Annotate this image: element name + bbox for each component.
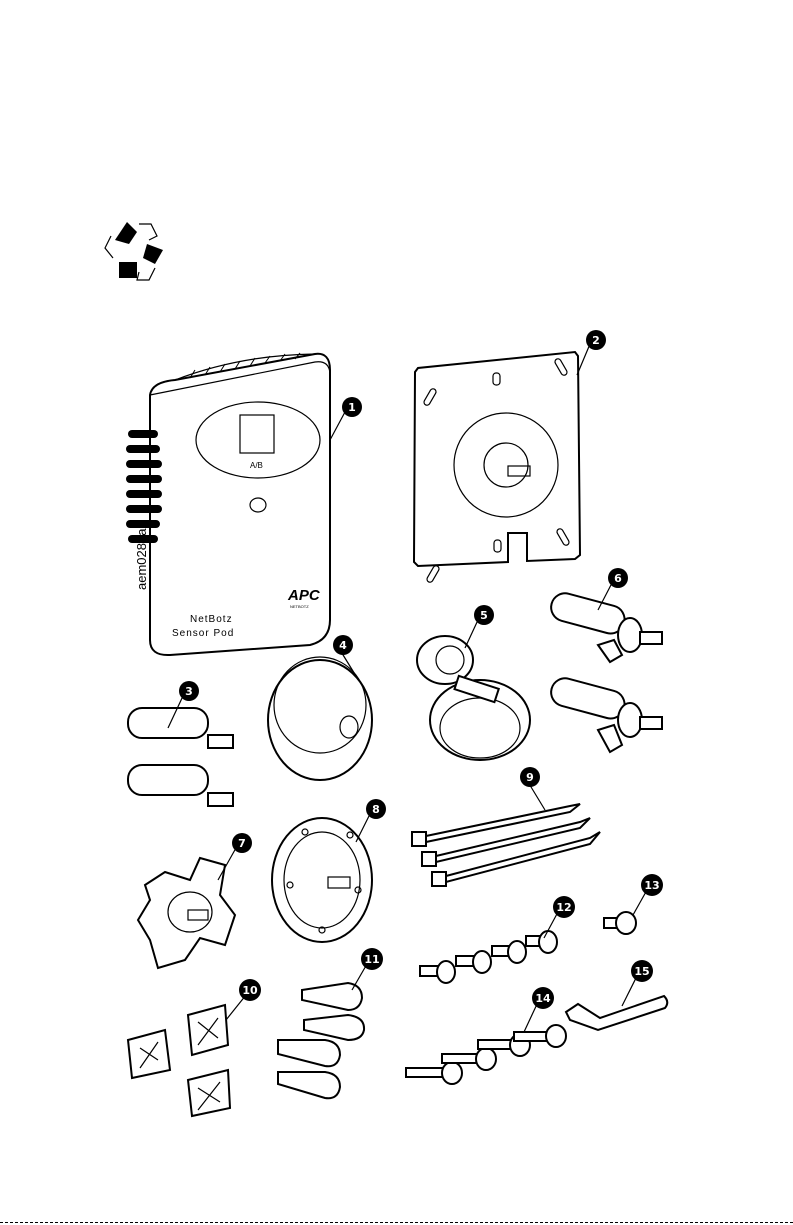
svg-text:14: 14 (535, 992, 551, 1005)
product-label-line2: Sensor Pod (172, 628, 234, 639)
recycle-icon (105, 222, 163, 280)
sensor-probes (548, 590, 662, 752)
svg-text:1: 1 (348, 401, 356, 414)
callout-11: 11 (361, 948, 383, 970)
cable-ties (412, 804, 600, 886)
standoffs (128, 708, 233, 806)
svg-text:2: 2 (592, 334, 600, 347)
callout-4: 4 (333, 635, 353, 655)
button-screw (604, 912, 636, 934)
callout-10: 10 (239, 979, 261, 1001)
sensor-pod: A/B NetBotz Sensor Pod APC NETBOTZ (126, 353, 330, 655)
short-screws (420, 931, 557, 983)
callout-15: 15 (631, 960, 653, 982)
disc-mount (272, 818, 372, 942)
svg-text:10: 10 (242, 984, 258, 997)
svg-text:4: 4 (339, 639, 347, 652)
svg-text:6: 6 (614, 572, 622, 585)
mounting-plate (414, 352, 580, 583)
svg-text:3: 3 (185, 685, 193, 698)
callout-7: 7 (232, 833, 252, 853)
callout-3: 3 (179, 681, 199, 701)
callout-14: 14 (532, 987, 554, 1009)
callout-6: 6 (608, 568, 628, 588)
wall-anchors (278, 983, 364, 1098)
product-label-line1: NetBotz (190, 614, 233, 625)
brand-logo-subtext: NETBOTZ (290, 604, 309, 609)
svg-text:13: 13 (644, 879, 659, 892)
svg-text:12: 12 (556, 901, 571, 914)
figure-code: aem0282a (134, 529, 149, 590)
callout-8: 8 (366, 799, 386, 819)
cable-tie-mounts (128, 1005, 230, 1116)
brand-logo-text: APC (287, 587, 321, 604)
callout-2: 2 (586, 330, 606, 350)
svg-text:8: 8 (372, 803, 380, 816)
callout-1: 1 (342, 397, 362, 417)
svg-text:7: 7 (238, 837, 246, 850)
pipe-clamp (417, 636, 530, 760)
callout-9: 9 (520, 767, 540, 787)
svg-text:11: 11 (364, 953, 379, 966)
callout-5: 5 (474, 605, 494, 625)
svg-text:15: 15 (634, 965, 649, 978)
hex-key (566, 996, 667, 1030)
callout-13: 13 (641, 874, 663, 896)
page-edge-divider (0, 1222, 793, 1223)
svg-text:9: 9 (526, 771, 534, 784)
callout-12: 12 (553, 896, 575, 918)
long-screws (406, 1025, 566, 1084)
round-cover (268, 657, 372, 780)
svg-text:5: 5 (480, 609, 488, 622)
device-status-text: A/B (250, 461, 263, 470)
